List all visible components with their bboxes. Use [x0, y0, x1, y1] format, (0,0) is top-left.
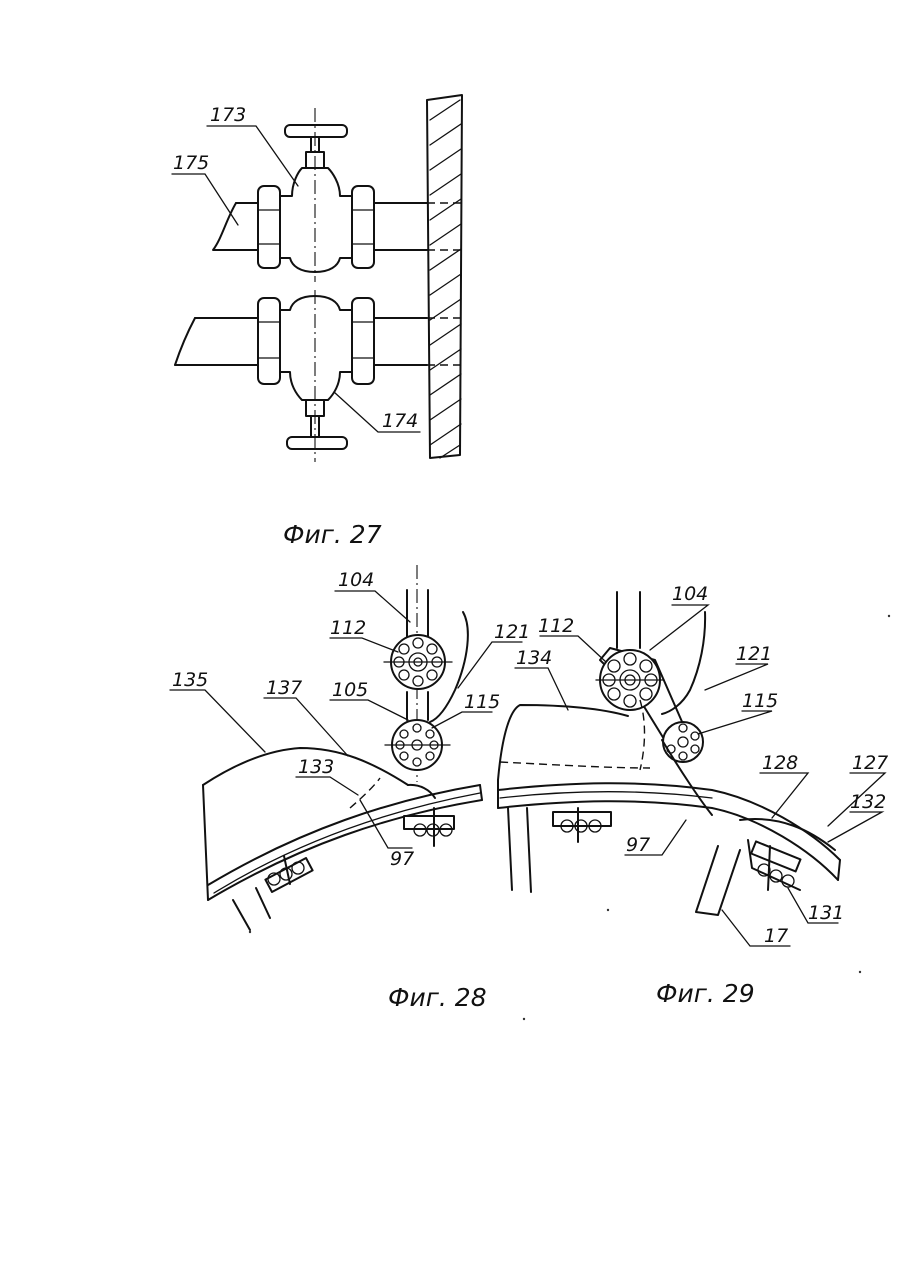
- label-132: 132: [850, 791, 886, 813]
- bottom-valve: [175, 290, 461, 462]
- figure-29: 104 112 121 134 115 128 127 132 97 131 1…: [498, 583, 888, 1008]
- label-175: 175: [173, 152, 209, 174]
- label-17: 17: [764, 925, 788, 947]
- wall: [427, 95, 462, 458]
- figure-28: 104 112 121 105 115 135 137 133 97 Фиг. …: [170, 565, 530, 1012]
- top-valve: [213, 108, 461, 282]
- label-97-fig29: 97: [626, 834, 650, 856]
- label-97-fig28: 97: [390, 848, 414, 870]
- label-127: 127: [852, 752, 888, 774]
- label-133: 133: [298, 756, 334, 778]
- label-115-fig29: 115: [742, 690, 778, 712]
- upper-roller: [384, 635, 452, 689]
- label-104-fig28: 104: [338, 569, 374, 591]
- figure-28-caption: Фиг. 28: [388, 983, 487, 1012]
- figure-27-caption: Фиг. 27: [283, 520, 382, 549]
- lower-roller: [385, 720, 450, 770]
- lower-roller-29: [663, 722, 703, 762]
- label-137: 137: [266, 677, 302, 699]
- bolt-29-right: [751, 841, 800, 890]
- label-174: 174: [382, 410, 418, 432]
- figure-27: 173 175 174 Фиг. 27: [172, 95, 462, 549]
- label-128: 128: [762, 752, 798, 774]
- label-135: 135: [172, 669, 208, 691]
- label-131: 131: [808, 902, 844, 924]
- label-121-fig29: 121: [736, 643, 772, 665]
- label-112-fig29: 112: [538, 615, 574, 637]
- label-104-fig29: 104: [672, 583, 708, 605]
- label-134: 134: [516, 647, 552, 669]
- label-112-fig28: 112: [330, 617, 366, 639]
- label-115-fig28: 115: [464, 691, 500, 713]
- bolt-29-left: [553, 808, 611, 842]
- label-105: 105: [332, 679, 368, 701]
- figure-29-caption: Фиг. 29: [656, 979, 755, 1008]
- bolt-right: [404, 808, 454, 846]
- label-121-fig28: 121: [494, 621, 530, 643]
- label-173: 173: [210, 104, 246, 126]
